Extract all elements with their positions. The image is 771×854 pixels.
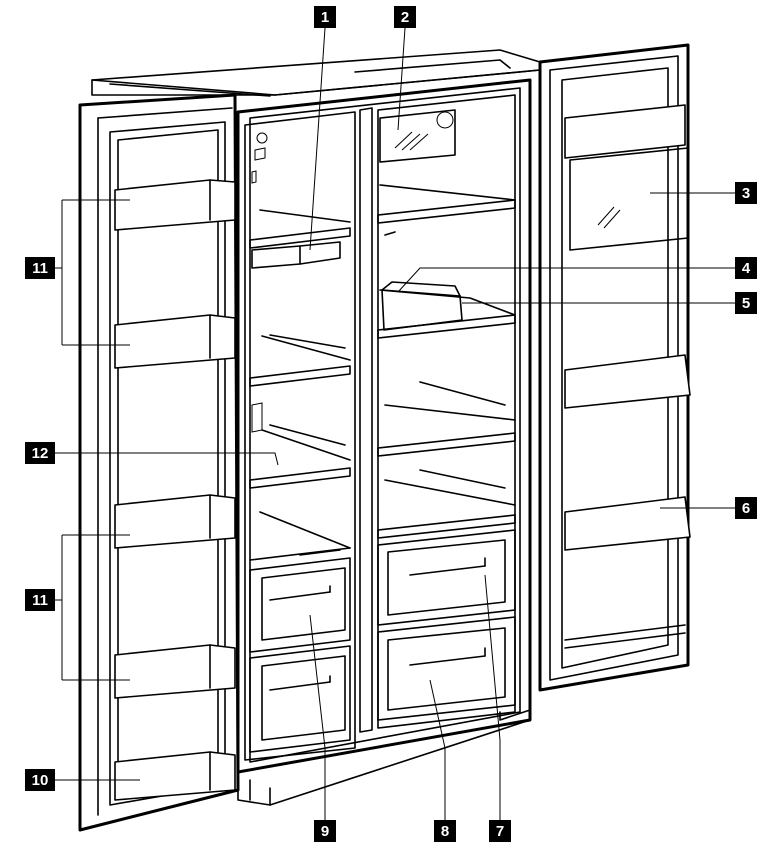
callout-label: 1 (321, 9, 329, 26)
callout-label: 12 (32, 445, 49, 462)
callout-7: 7 (489, 820, 511, 842)
cabinet-top (91, 49, 541, 97)
callout-1: 1 (314, 6, 336, 28)
callout-5: 5 (735, 292, 757, 314)
callout-box (25, 257, 55, 279)
callout-label: 10 (32, 772, 49, 789)
callout-label: 6 (742, 500, 750, 517)
right-door (538, 43, 691, 692)
left-door (78, 93, 240, 832)
right-compartment (377, 94, 516, 729)
callout-box (735, 292, 757, 314)
callout-box (25, 442, 55, 464)
callout-2: 2 (394, 6, 416, 28)
callout-label: 4 (742, 260, 751, 277)
callout-11-lower: 11 (25, 589, 55, 611)
callout-box (394, 6, 416, 28)
callout-label: 3 (742, 185, 750, 202)
callout-label: 11 (32, 260, 48, 277)
callout-label: 5 (742, 295, 750, 312)
callout-label: 2 (401, 9, 409, 26)
callout-3: 3 (735, 182, 757, 204)
callout-6: 6 (735, 497, 757, 519)
callout-box (434, 820, 456, 842)
callout-9: 9 (314, 820, 336, 842)
callout-label: 11 (32, 592, 48, 609)
callout-box (735, 497, 757, 519)
callout-12: 12 (25, 442, 55, 464)
callout-box (314, 6, 336, 28)
cabinet-body (236, 78, 532, 806)
callout-label: 8 (441, 823, 449, 840)
callout-box (735, 182, 757, 204)
fridge-compartment (244, 111, 356, 761)
callout-box (489, 820, 511, 842)
callout-box (25, 589, 55, 611)
callout-box (25, 769, 55, 791)
callout-label: 7 (496, 823, 504, 840)
callout-box (735, 257, 757, 279)
callout-box (314, 820, 336, 842)
leader-lines (55, 27, 735, 820)
callout-4: 4 (735, 257, 757, 279)
callout-11-upper: 11 (25, 257, 55, 279)
callout-10: 10 (25, 769, 55, 791)
callout-8: 8 (434, 820, 456, 842)
callout-label: 9 (321, 823, 329, 840)
